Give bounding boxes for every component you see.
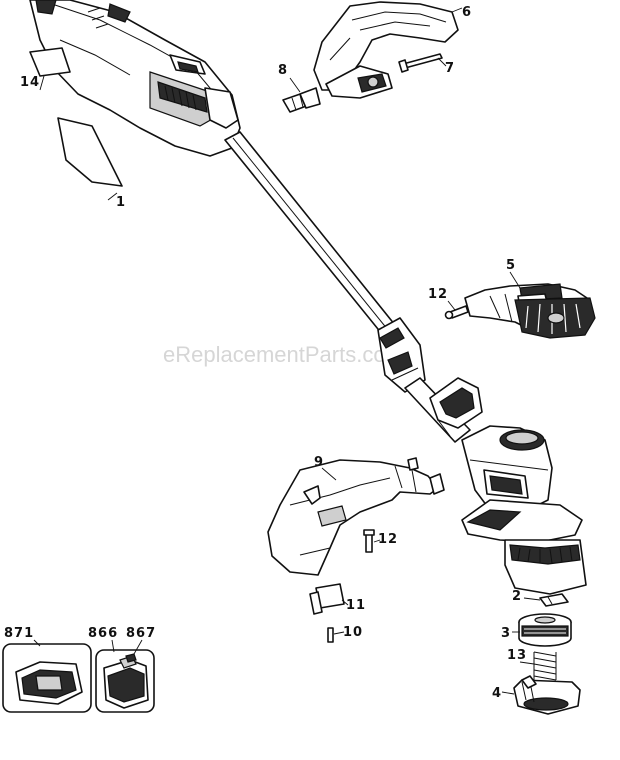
- part-866-battery-box[interactable]: [95, 649, 155, 713]
- watermark-text: eReplacementParts.com: [163, 342, 404, 367]
- callout-6: 6: [451, 5, 472, 20]
- svg-text:12: 12: [428, 287, 448, 302]
- part-13-spring[interactable]: [533, 651, 557, 681]
- callout-871: 871: [4, 626, 41, 647]
- part-871-charger-box[interactable]: [2, 643, 92, 713]
- part-12-screw-lower[interactable]: [363, 529, 375, 553]
- part-9-guard[interactable]: [267, 457, 445, 576]
- callout-5: 5: [506, 258, 521, 289]
- part-14-label[interactable]: [29, 47, 71, 77]
- callout-12-upper: 12: [428, 287, 456, 311]
- part-10-pin[interactable]: [327, 627, 334, 643]
- svg-text:6: 6: [462, 5, 472, 20]
- svg-text:8: 8: [278, 63, 288, 78]
- svg-text:871: 871: [4, 626, 34, 641]
- part-5-edge-wheel[interactable]: [464, 283, 596, 339]
- svg-text:1: 1: [116, 195, 126, 210]
- callout-4: 4: [492, 686, 515, 701]
- svg-text:12: 12: [378, 532, 398, 547]
- svg-text:11: 11: [346, 598, 366, 613]
- svg-text:10: 10: [343, 625, 363, 640]
- callout-3: 3: [501, 626, 520, 641]
- svg-text:9: 9: [314, 455, 324, 470]
- callout-13: 13: [507, 648, 535, 665]
- callout-14: 14: [20, 75, 45, 91]
- shaft-tube[interactable]: [224, 131, 396, 335]
- part-4-spool-cap[interactable]: [513, 675, 581, 715]
- svg-text:866: 866: [88, 626, 118, 641]
- callout-12-lower: 12: [373, 532, 398, 547]
- part-11-clip[interactable]: [309, 583, 345, 615]
- callout-7: 7: [437, 57, 455, 76]
- callout-8: 8: [278, 63, 301, 93]
- part-2-spool-clip[interactable]: [539, 593, 569, 607]
- svg-text:4: 4: [492, 686, 502, 701]
- callout-867: 867: [126, 626, 156, 655]
- svg-text:867: 867: [126, 626, 156, 641]
- part-12-screw-upper[interactable]: [444, 305, 469, 320]
- part-867-battery-latch[interactable]: [125, 653, 137, 663]
- part-8-nut[interactable]: [282, 87, 321, 113]
- part-6-aux-handle[interactable]: [313, 1, 459, 99]
- callout-2: 2: [512, 589, 541, 604]
- svg-text:13: 13: [507, 648, 527, 663]
- callout-1: 1: [107, 192, 126, 210]
- callout-11: 11: [341, 598, 366, 613]
- svg-text:3: 3: [501, 626, 511, 641]
- shaft-collar[interactable]: [377, 317, 426, 393]
- svg-text:14: 14: [20, 75, 40, 90]
- part-7-screw[interactable]: [398, 53, 443, 73]
- callout-10: 10: [333, 625, 363, 640]
- callout-9: 9: [314, 455, 337, 481]
- main-handle-housing[interactable]: [29, 0, 241, 157]
- callout-866: 866: [88, 626, 118, 653]
- svg-text:2: 2: [512, 589, 522, 604]
- svg-text:5: 5: [506, 258, 516, 273]
- lower-shaft-knob[interactable]: [404, 377, 483, 443]
- trimmer-head-housing[interactable]: [461, 425, 587, 595]
- part-1-label[interactable]: [57, 117, 123, 187]
- part-3-spool[interactable]: [518, 613, 572, 647]
- svg-text:7: 7: [445, 61, 455, 76]
